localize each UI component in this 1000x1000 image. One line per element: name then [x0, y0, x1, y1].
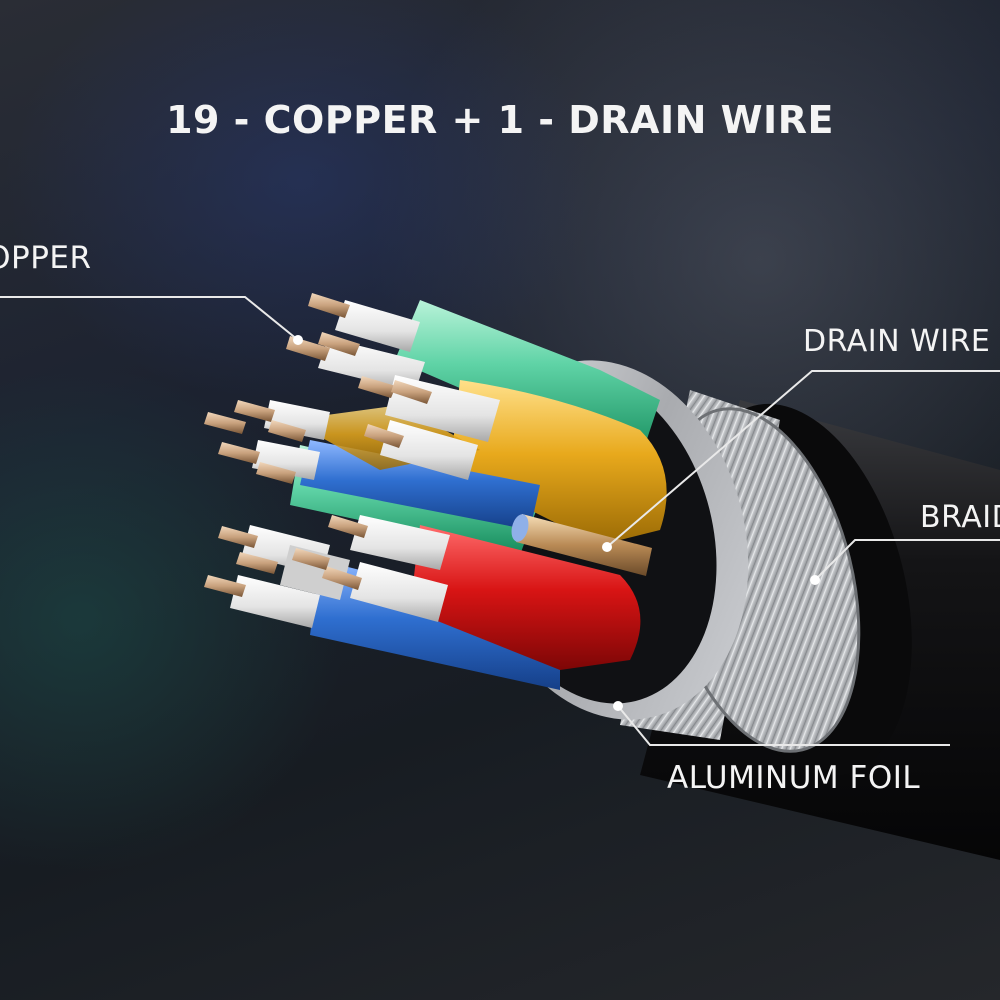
drain-wire-label: DRAIN WIRE	[803, 324, 991, 359]
copper-label: COPPER	[0, 240, 92, 276]
braid-label: BRAID	[920, 500, 1000, 535]
copper-leader-line	[0, 296, 299, 341]
braid-dot	[810, 575, 820, 585]
braid-leader-line	[814, 539, 1000, 581]
copper-strands	[204, 293, 432, 597]
leader-dots	[293, 335, 820, 711]
leader-lines	[0, 296, 1000, 746]
drain-wire-dot	[602, 542, 612, 552]
aluminum-foil-dot	[613, 701, 623, 711]
conductor-bundle	[290, 300, 667, 690]
diagram-title: 19 - COPPER + 1 - DRAIN WIRE	[166, 98, 834, 142]
drain-wire-leader-line	[606, 370, 1000, 548]
drain-wire	[511, 514, 652, 576]
aluminum-foil-label: ALUMINUM FOIL	[667, 760, 921, 796]
copper-dot	[293, 335, 303, 345]
aluminum-foil-leader-line	[617, 705, 950, 746]
